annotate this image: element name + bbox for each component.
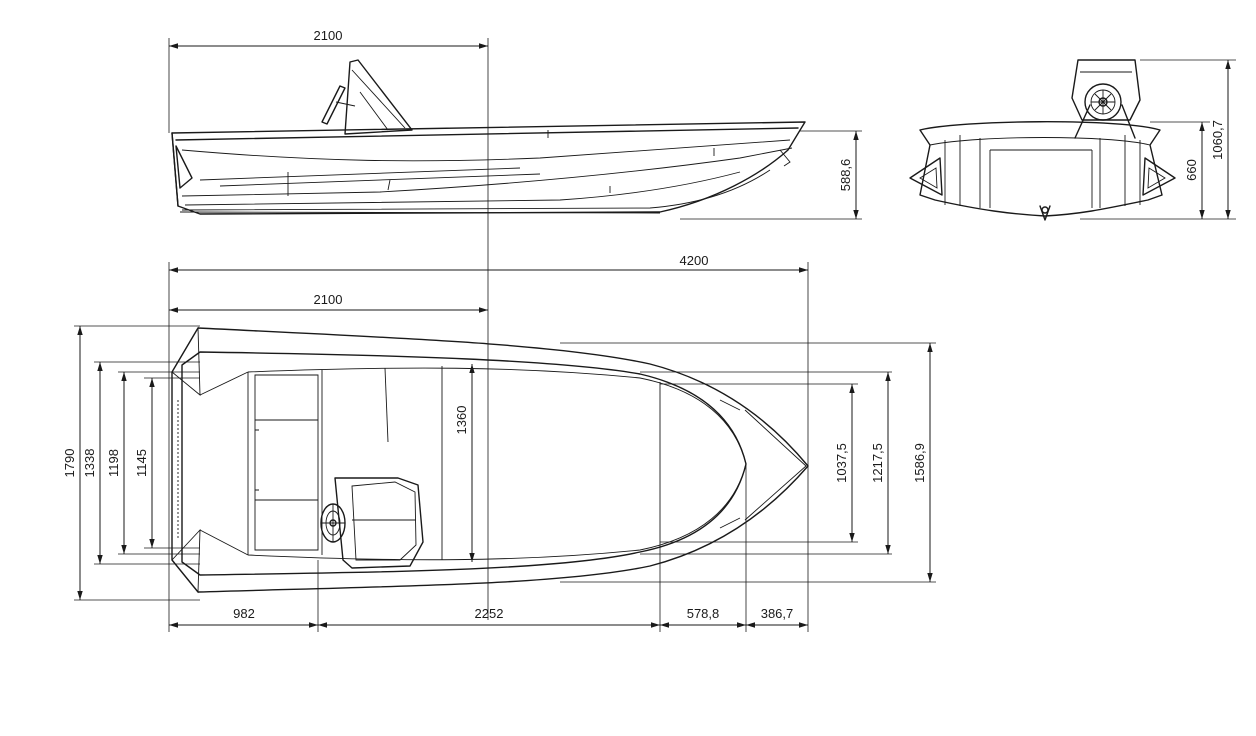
dim-plan-bow-1: 1037,5 [834, 443, 849, 483]
dim-plan-beam-overall: 1790 [62, 449, 77, 478]
side-windshield [344, 59, 413, 135]
plan-console [334, 477, 424, 569]
dim-front-freeboard: 660 [1184, 159, 1199, 181]
plan-rear-seat [254, 374, 319, 551]
side-chine-line [181, 147, 793, 197]
front-view [909, 59, 1176, 221]
side-view-dimensions: 2100 588,6 [168, 28, 862, 620]
dim-side-length-to-console: 2100 [314, 28, 343, 43]
dim-side-height: 588,6 [838, 159, 853, 192]
front-windshield [1071, 59, 1141, 121]
dim-plan-transom-2: 1198 [106, 449, 121, 477]
plan-hull-inner [181, 351, 747, 576]
side-hull-outline [171, 121, 806, 215]
dim-plan-beam-inner: 1360 [454, 406, 469, 435]
side-gunwale [175, 127, 799, 141]
front-hull-outline [919, 121, 1163, 217]
dim-plan-overall-length: 4200 [680, 253, 709, 268]
plan-hull-outer [171, 327, 809, 593]
side-view [171, 59, 806, 215]
plan-steering-wheel [320, 503, 346, 543]
side-sheer-line [181, 139, 791, 162]
dim-plan-bow-3: 1586,9 [912, 443, 927, 483]
dim-plan-seg-3: 578,8 [687, 606, 720, 621]
dim-plan-bow-2: 1217,5 [870, 443, 885, 483]
front-steering-wheel [1084, 83, 1122, 121]
front-right-sponson [1142, 157, 1176, 196]
dim-plan-seg-2: 2252 [475, 606, 504, 621]
front-view-dimensions: 660 1060,7 [1080, 59, 1236, 220]
side-transom [171, 132, 193, 207]
dim-plan-seg-1: 982 [233, 606, 255, 621]
dim-front-total-height: 1060,7 [1210, 120, 1225, 160]
dim-plan-length-to-console: 2100 [314, 292, 343, 307]
side-steering-wheel [321, 85, 356, 125]
plan-view [171, 326, 809, 594]
dim-plan-transom-3: 1145 [134, 449, 149, 477]
front-left-sponson [909, 157, 943, 196]
dim-plan-seg-4: 386,7 [761, 606, 794, 621]
dim-plan-transom-1: 1338 [82, 449, 97, 478]
plan-view-dimensions: 4200 2100 1360 1790 1338 1198 1145 103 [62, 253, 936, 632]
